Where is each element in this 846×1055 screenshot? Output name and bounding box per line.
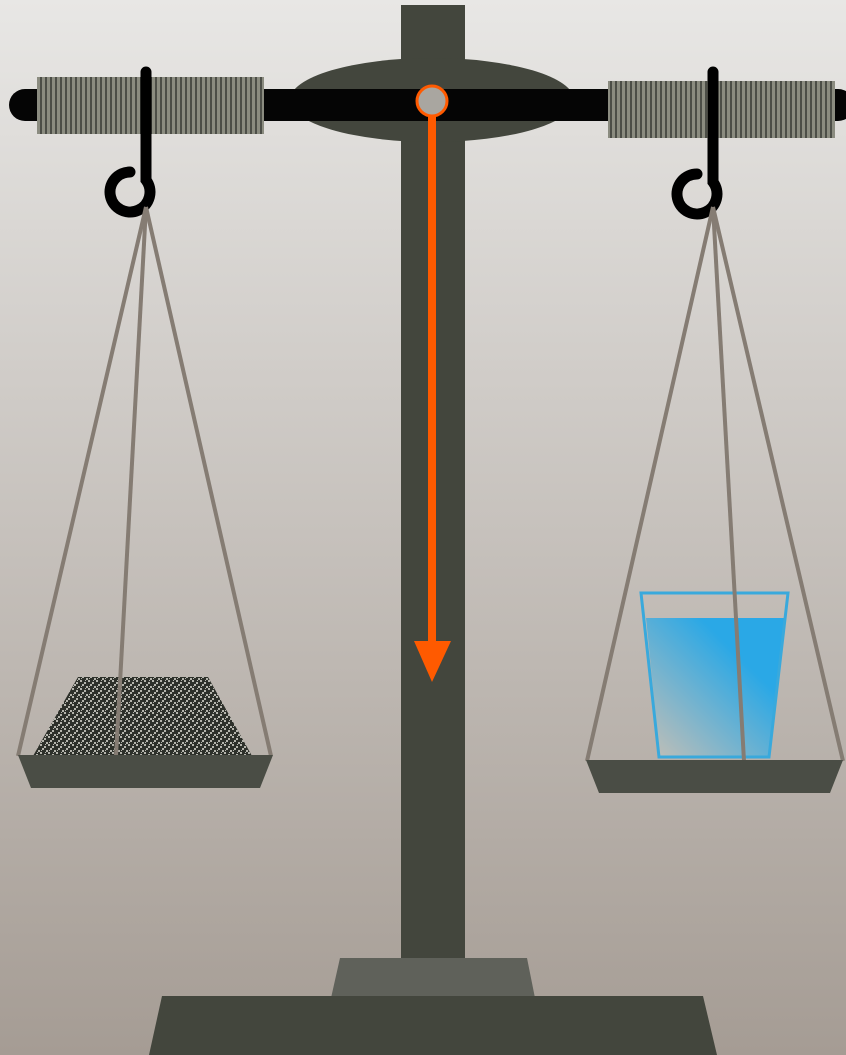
water (646, 618, 784, 756)
pivot-point (417, 86, 447, 116)
right-pan (586, 760, 843, 793)
pivot-icon (417, 86, 447, 116)
base-bottom (149, 996, 717, 1055)
right-grip (608, 81, 835, 138)
left-pan (18, 755, 273, 788)
base-top (331, 958, 535, 998)
